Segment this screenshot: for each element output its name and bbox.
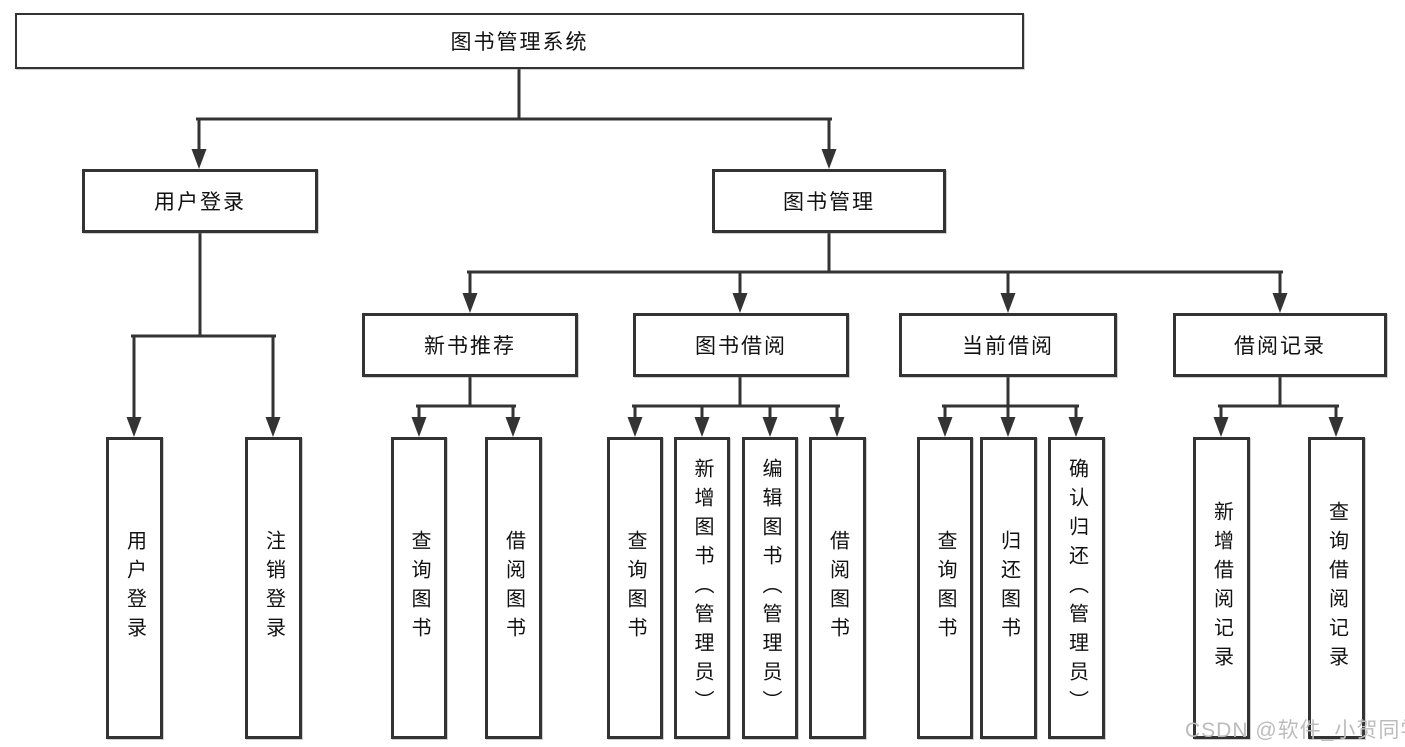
csdn-watermark: CSDN @软件_小贺同学 — [1185, 719, 1405, 742]
node-borrow-record: 借阅记录 — [1173, 313, 1387, 377]
leaf-user-login: 用户登录 — [106, 437, 163, 739]
node-new-book-recommend: 新书推荐 — [362, 313, 578, 377]
leaf-query-book-2: 查询图书 — [607, 437, 663, 739]
leaf-borrow-book-2: 借阅图书 — [809, 437, 866, 739]
leaf-query-book-3: 查询图书 — [917, 437, 973, 739]
node-book-management-branch: 图书管理 — [712, 169, 946, 233]
connector-new-book-to-leaves — [411, 375, 521, 437]
leaf-logout: 注销登录 — [245, 437, 302, 739]
node-book-borrow: 图书借阅 — [633, 313, 849, 377]
leaf-query-borrow-record: 查询借阅记录 — [1308, 437, 1365, 739]
leaf-edit-book-admin: 编辑图书（管理员） — [742, 437, 798, 739]
leaf-add-book-admin: 新增图书（管理员） — [674, 437, 730, 739]
leaf-add-borrow-record: 新增借阅记录 — [1193, 437, 1250, 739]
node-library-management-system: 图书管理系统 — [15, 13, 1024, 69]
node-user-login-branch: 用户登录 — [82, 169, 318, 233]
node-current-borrow: 当前借阅 — [899, 313, 1117, 377]
leaf-query-book-1: 查询图书 — [391, 437, 447, 739]
leaf-return-book: 归还图书 — [980, 437, 1037, 739]
connector-current-borrow-to-leaves — [937, 375, 1084, 437]
connector-book-borrow-to-leaves — [627, 375, 845, 437]
connector-book-mgmt-to-level3 — [462, 231, 1288, 313]
connector-user-login-to-leaves — [126, 231, 281, 437]
connector-root-to-level2 — [191, 67, 837, 169]
leaf-confirm-return-admin: 确认归还（管理员） — [1048, 437, 1105, 739]
leaf-borrow-book-1: 借阅图书 — [485, 437, 542, 739]
connector-borrow-record-to-leaves — [1213, 375, 1344, 437]
